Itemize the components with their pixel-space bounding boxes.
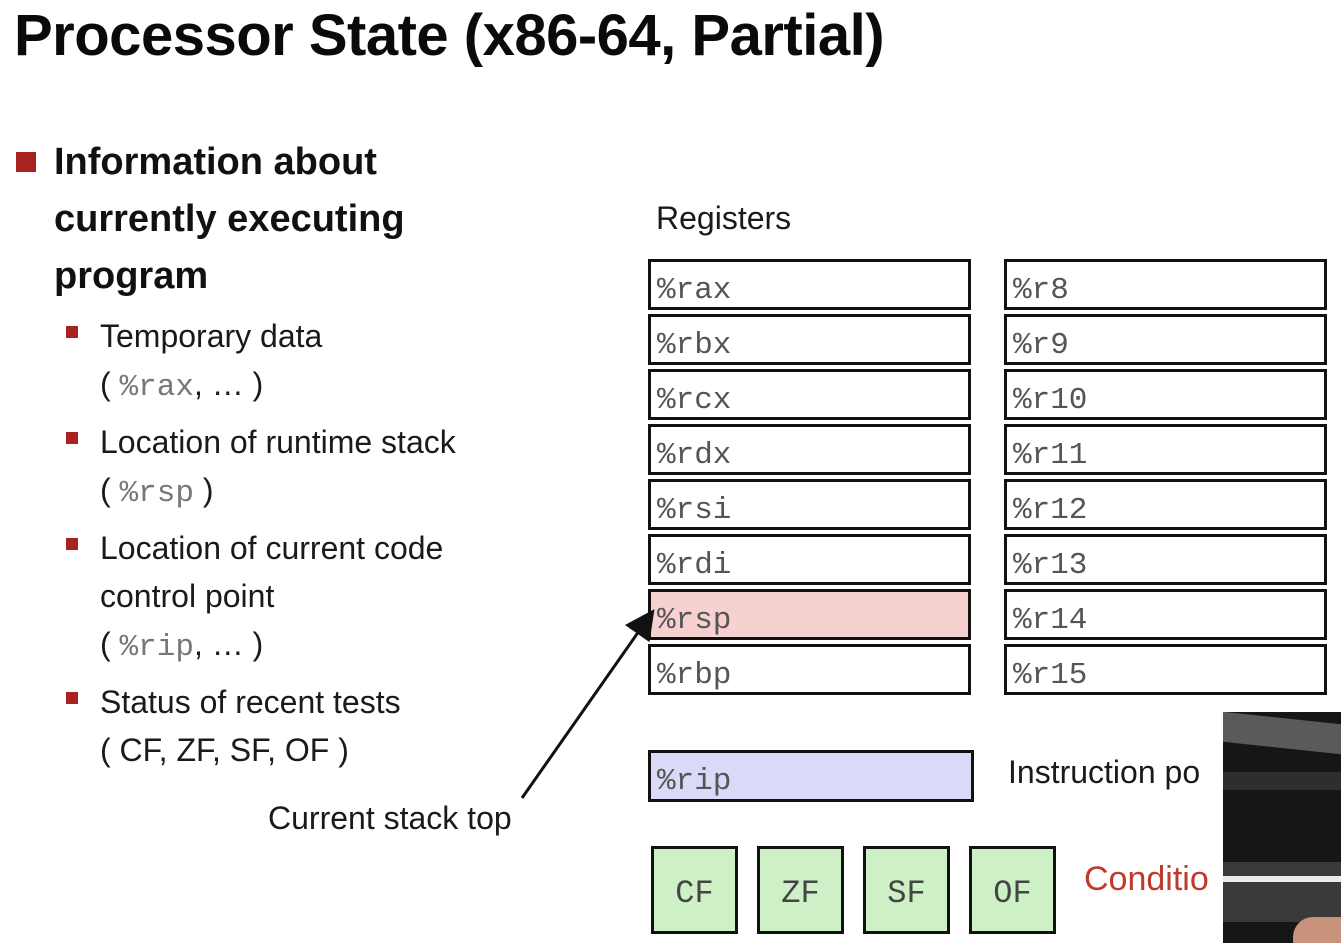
sub-bullet-marker — [66, 538, 78, 550]
register-rbp: %rbp — [648, 644, 971, 695]
main-bullet-marker — [16, 152, 36, 172]
sub-bullet-text: Temporary data — [100, 318, 323, 354]
sub-bullet-text: Location of runtime stack — [100, 424, 456, 460]
sub-bullet-text: Status of recent tests — [100, 684, 401, 720]
register-rip: %rip — [648, 750, 974, 802]
flag-cf: CF — [651, 846, 738, 934]
register-rbx: %rbx — [648, 314, 971, 365]
flag-sf: SF — [863, 846, 950, 934]
sub-bullet-marker — [66, 692, 78, 704]
main-bullet-text: Information about currently executing pr… — [54, 134, 524, 305]
register-code: %rax — [119, 370, 194, 405]
register-r14: %r14 — [1004, 589, 1327, 640]
registers-label: Registers — [656, 200, 792, 236]
flag-zf: ZF — [757, 846, 844, 934]
register-r9: %r9 — [1004, 314, 1327, 365]
video-overlay — [1223, 712, 1341, 943]
register-rsp: %rsp — [648, 589, 971, 640]
sub-bullet-detail: ( %rax, … ) — [100, 366, 264, 405]
register-r11: %r11 — [1004, 424, 1327, 475]
sub-bullet-detail: ( CF, ZF, SF, OF ) — [100, 732, 349, 768]
flag-of: OF — [969, 846, 1056, 934]
condition-codes-label: Conditio — [1084, 860, 1209, 898]
register-rdi: %rdi — [648, 534, 971, 585]
register-rax: %rax — [648, 259, 971, 310]
register-rcx: %rcx — [648, 369, 971, 420]
register-r12: %r12 — [1004, 479, 1327, 530]
sub-bullet-text: control point — [100, 578, 275, 614]
main-bullet-line: program — [54, 255, 209, 297]
register-rdx: %rdx — [648, 424, 971, 475]
register-r8: %r8 — [1004, 259, 1327, 310]
main-bullet-line: currently executing — [54, 198, 405, 240]
current-stack-top-label: Current stack top — [268, 800, 512, 836]
sub-bullet-detail: ( %rip, … ) — [100, 626, 264, 665]
register-r15: %r15 — [1004, 644, 1327, 695]
register-rsi: %rsi — [648, 479, 971, 530]
sub-bullet-marker — [66, 432, 78, 444]
instruction-pointer-label: Instruction po — [1008, 754, 1201, 790]
register-code: %rip — [119, 630, 194, 665]
register-code: %rsp — [119, 476, 194, 511]
sub-bullet-text: Location of current code — [100, 530, 444, 566]
register-r10: %r10 — [1004, 369, 1327, 420]
sub-bullet-marker — [66, 326, 78, 338]
register-r13: %r13 — [1004, 534, 1327, 585]
main-bullet-line: Information about — [54, 141, 377, 183]
sub-bullet-detail: ( %rsp ) — [100, 472, 214, 511]
slide-title: Processor State (x86-64, Partial) — [14, 3, 885, 68]
